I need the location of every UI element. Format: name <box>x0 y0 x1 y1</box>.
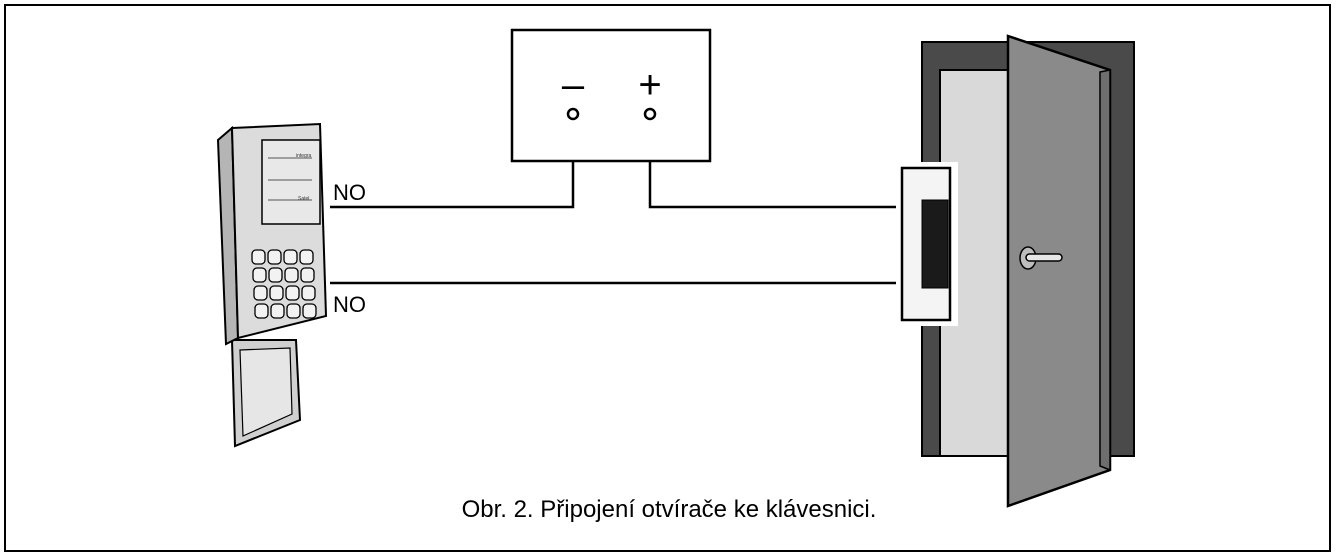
negative-terminal <box>566 107 580 121</box>
positive-terminal <box>643 107 657 121</box>
figure-caption: Obr. 2. Připojení otvírače ke klávesnici… <box>461 496 877 523</box>
keypad: integra Satel <box>216 122 328 448</box>
output-label-top: NO <box>333 180 366 205</box>
brand-satel: Satel <box>298 196 309 202</box>
output-label-bottom: NO <box>333 292 366 317</box>
brand-integra: integra <box>296 153 312 159</box>
door-handle <box>1019 246 1063 270</box>
minus-sign: – <box>562 63 585 107</box>
door-leaf <box>1006 34 1112 508</box>
door <box>921 34 1135 508</box>
electric-strike <box>896 162 958 326</box>
plus-sign: + <box>638 63 661 107</box>
power-supply: – + <box>510 28 712 163</box>
keypad-display <box>261 139 321 225</box>
keypad-keys <box>251 249 317 319</box>
